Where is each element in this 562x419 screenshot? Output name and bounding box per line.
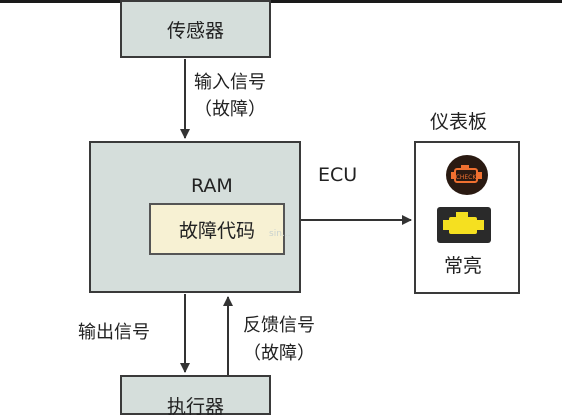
feedback-fault-label: （故障） [243, 343, 315, 364]
input-fault-label: （故障） [194, 99, 266, 120]
check-engine-icon-yellow [437, 207, 491, 243]
top-border-line [0, 0, 562, 3]
sensor-block: 传感器 [120, 0, 271, 58]
fault-code-label: 故障代码 [178, 219, 255, 242]
fault-code-block: 故障代码 [149, 203, 285, 255]
watermark: sin... [269, 229, 291, 239]
sensor-label: 传感器 [166, 19, 224, 42]
connector-arrows [180, 59, 412, 375]
ecu-label: ECU [318, 164, 358, 186]
svg-text:CHECK: CHECK [456, 174, 478, 181]
input-signal-label: 输入信号 [194, 72, 266, 93]
dashboard-title: 仪表板 [430, 111, 488, 133]
actuator-block: 执行器 [120, 375, 271, 418]
actuator-label: 执行器 [166, 396, 224, 418]
output-signal-label: 输出信号 [78, 322, 150, 343]
steady-on-label: 常亮 [444, 255, 483, 277]
ram-label: RAM [191, 175, 233, 197]
feedback-signal-label: 反馈信号 [243, 315, 315, 336]
check-engine-icon-dark: CHECK [446, 155, 488, 195]
